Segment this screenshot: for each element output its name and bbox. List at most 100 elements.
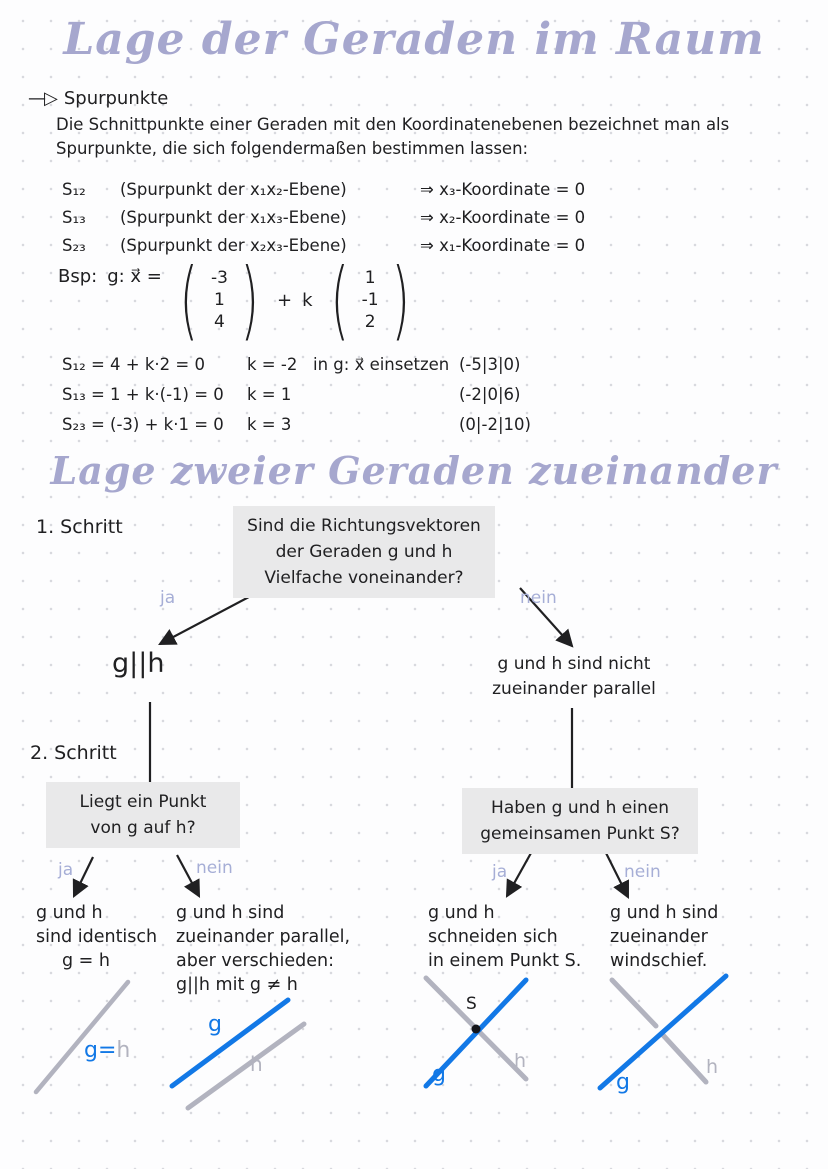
ja-label: ja [160, 588, 176, 608]
rule-desc: (Spurpunkt der x₂x₃-Ebene) [120, 236, 347, 255]
equals-sign: = [97, 1038, 117, 1063]
spurpunkte-heading: —▷Spurpunkte [28, 88, 168, 109]
question-box-common-point: Haben g und h einen gemeinsamen Punkt S? [462, 788, 698, 854]
outcome-identical: g und h sind identisch g = h [36, 901, 157, 973]
rule-implication: ⇒ x₁-Koordinate = 0 [420, 236, 586, 255]
rule-desc: (Spurpunkt der x₁x₂-Ebene) [120, 180, 347, 199]
direction-vector: ( 1 -1 2 ) [323, 256, 418, 344]
calc-k: k = 1 [247, 385, 292, 404]
rule-name: S₁₂ [62, 180, 86, 199]
step2-label: 2. Schritt [30, 742, 117, 764]
line-definition: g: x⃗ = [107, 266, 162, 287]
outcome-line: g und h sind [610, 903, 719, 923]
calc-point: (-5|3|0) [459, 355, 521, 374]
outcome-line: g und h sind [176, 903, 285, 923]
example-equation: Bsp: g: x⃗ = ( -3 1 4 ) + k ( 1 -1 2 ) [58, 256, 418, 344]
sketch-skew-label-h: h [706, 1056, 719, 1078]
outcome-line: zueinander parallel, [176, 927, 351, 947]
direction-vector-components: 1 -1 2 [356, 267, 384, 333]
parameter-k: k [302, 289, 313, 311]
component: 4 [214, 312, 225, 332]
sketch-intersection-point [471, 1024, 481, 1034]
not-parallel-line: g und h sind nicht [497, 654, 651, 674]
outcome-line: in einem Punkt S. [428, 951, 582, 971]
nein-label: nein [520, 588, 557, 608]
q2-left-line: von g auf h? [90, 818, 196, 838]
calc-equation: S₁₂ = 4 + k·2 = 0 [62, 355, 205, 374]
q2-left-line: Liegt ein Punkt [79, 792, 207, 812]
outcome-line: windschief. [610, 951, 708, 971]
sketch-intersect-label-h: h [514, 1050, 527, 1072]
open-paren: ( [330, 250, 349, 350]
arrow-q1-ja [158, 589, 263, 646]
calc-point: (-2|0|6) [459, 385, 521, 404]
page-title: Lage der Geraden im Raum [63, 14, 765, 65]
component: -3 [210, 268, 228, 288]
sketch-intersect-label-s: S [466, 994, 477, 1014]
sketch-parallel-label-g: g [208, 1012, 222, 1037]
sketch-skew-line-h-upper [609, 977, 659, 1029]
result-not-parallel: g und h sind nicht zueinander parallel [468, 652, 680, 702]
outcome-skew: g und h sind zueinander windschief. [610, 901, 718, 973]
nein-label: nein [624, 862, 661, 882]
definition-line-1: Die Schnittpunkte einer Geraden mit den … [56, 115, 730, 134]
calc-k: k = 3 [247, 415, 292, 434]
calc-note [313, 412, 459, 437]
outcome-line: zueinander [610, 927, 708, 947]
outcome-line: schneiden sich [428, 927, 558, 947]
arrow-q2left-ja [72, 856, 94, 898]
component: -1 [361, 290, 379, 310]
calc-k: k = -2 [247, 355, 298, 374]
sketch-intersect-label-g: g [432, 1062, 446, 1087]
example-label: Bsp: [58, 266, 98, 287]
outcome-line: g und h [36, 903, 103, 923]
sketch-skew-label-g: g [616, 1070, 630, 1095]
section2-title: Lage zweier Geraden zueinander [50, 448, 778, 493]
rule-name: S₁₃ [62, 208, 86, 227]
rule-implication: ⇒ x₂-Koordinate = 0 [420, 208, 586, 227]
close-paren: ) [241, 250, 260, 350]
arrow-q2right-ja [505, 852, 532, 898]
calc-note: in g: x⃗ einsetzen [313, 355, 450, 374]
outcome-line: aber verschieden: [176, 951, 334, 971]
not-parallel-line: zueinander parallel [492, 679, 656, 699]
component: 2 [364, 312, 376, 332]
definition-line-2: Spurpunkte, die sich folgendermaßen best… [56, 139, 529, 158]
outcome-line: sind identisch [36, 927, 158, 947]
bullet-arrow-icon: —▷ [28, 88, 58, 109]
support-vector-components: -3 1 4 [205, 267, 233, 333]
outcome-line: g||h mit g ≠ h [176, 975, 298, 995]
rule-name: S₂₃ [62, 236, 86, 255]
q1-line: Vielfache voneinander? [264, 568, 464, 588]
question-box-direction-vectors: Sind die Richtungsvektoren der Geraden g… [233, 506, 495, 598]
support-vector: ( -3 1 4 ) [172, 256, 267, 344]
result-g-parallel-h: g||h [112, 648, 165, 679]
question-box-point-on-h: Liegt ein Punkt von g auf h? [46, 782, 240, 848]
sketch-identical-label: g=h [84, 1038, 130, 1063]
calc-note [313, 382, 459, 407]
label-h: h [116, 1038, 131, 1063]
rule-desc: (Spurpunkt der x₁x₃-Ebene) [120, 208, 347, 227]
component: 1 [214, 290, 225, 310]
q1-line: der Geraden g und h [275, 542, 453, 562]
spurpunkte-definition: Die Schnittpunkte einer Geraden mit den … [56, 113, 786, 161]
sketch-parallel-line-g [169, 997, 291, 1089]
calc-equation: S₂₃ = (-3) + k·1 = 0 [62, 415, 224, 434]
q2-right-line: gemeinsamen Punkt S? [480, 824, 680, 844]
outcome-line: g und h [428, 903, 495, 923]
ja-label: ja [492, 862, 508, 882]
calc-equation: S₁₃ = 1 + k·(-1) = 0 [62, 385, 224, 404]
spurpunkt-rules-table: S₁₂ (Spurpunkt der x₁x₂-Ebene) ⇒ x₃-Koor… [62, 178, 585, 258]
plus-sign: + [277, 289, 293, 311]
sketch-parallel-label-h: h [250, 1052, 263, 1076]
sketch-skew-line-h-lower [659, 1031, 709, 1085]
outcome-intersect: g und h schneiden sich in einem Punkt S. [428, 901, 581, 973]
nein-label: nein [196, 858, 233, 878]
component: 1 [364, 268, 376, 288]
open-paren: ( [179, 250, 198, 350]
rule-implication: ⇒ x₃-Koordinate = 0 [420, 180, 586, 199]
spurpunkt-calculations: S₁₂ = 4 + k·2 = 0 k = -2 in g: x⃗ einset… [62, 352, 531, 437]
q2-right-line: Haben g und h einen [491, 798, 669, 818]
close-paren: ) [391, 250, 411, 350]
